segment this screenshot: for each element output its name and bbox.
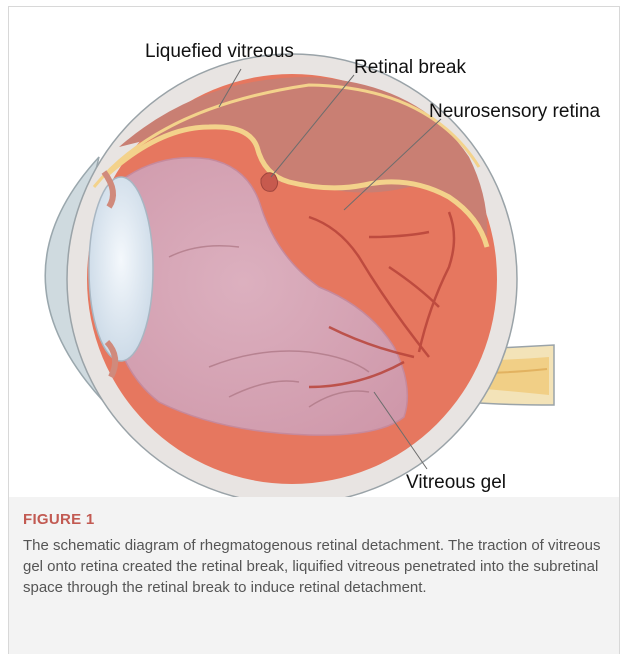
eye-illustration: Liquefied vitreous Retinal break Neurose… — [9, 7, 621, 497]
eye-diagram: Liquefied vitreous Retinal break Neurose… — [9, 7, 621, 497]
figure-caption: The schematic diagram of rhegmatogenous … — [23, 535, 607, 598]
label-neurosensory-retina: Neurosensory retina — [429, 101, 601, 122]
label-liquefied-vitreous: Liquefied vitreous — [145, 41, 294, 62]
label-retinal-break: Retinal break — [354, 57, 466, 78]
retinal-break — [261, 173, 278, 192]
figure-label: FIGURE 1 — [23, 511, 95, 528]
lens — [89, 177, 153, 361]
figure-panel: Liquefied vitreous Retinal break Neurose… — [8, 6, 620, 654]
label-vitreous-gel: Vitreous gel — [406, 472, 506, 493]
caption-area: FIGURE 1 The schematic diagram of rhegma… — [9, 497, 619, 654]
